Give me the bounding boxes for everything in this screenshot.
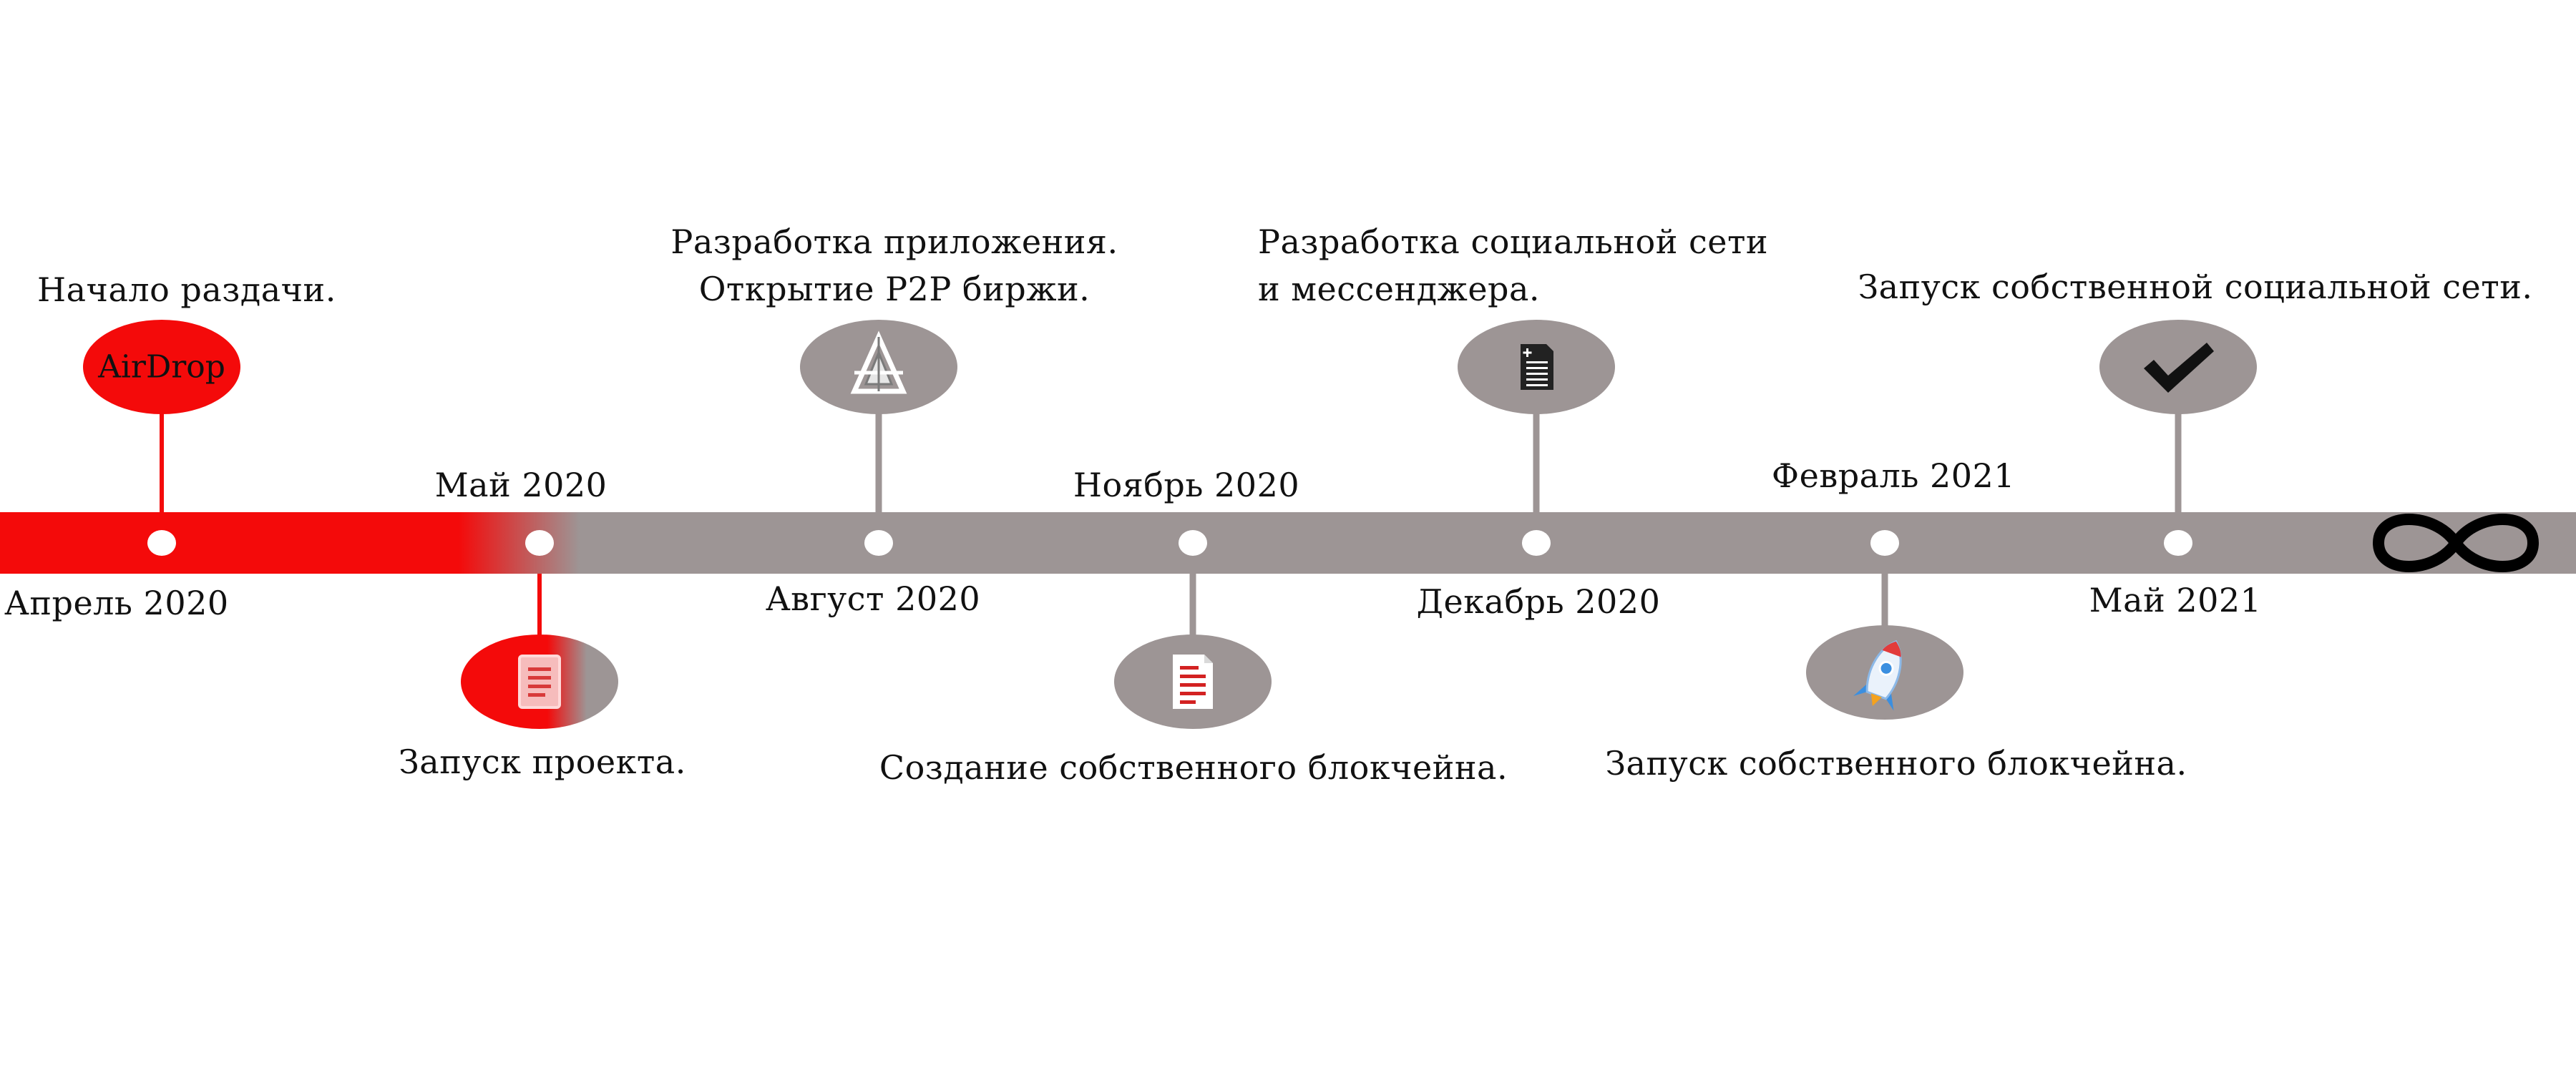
date-label-nov-2020: Ноябрь 2020	[1073, 466, 1300, 504]
add-document-icon	[1521, 344, 1553, 390]
timeline-dot	[525, 530, 554, 556]
document-icon	[518, 655, 561, 709]
date-label-may-2021: Май 2021	[2089, 581, 2262, 619]
node-may-2021	[2099, 320, 2257, 414]
milestone-description-nov-2020: Создание собственного блокчейна.	[879, 748, 1508, 787]
timeline-dot	[147, 530, 176, 556]
milestone-description-may-2020: Запуск проекта.	[399, 743, 686, 781]
crypto-logo-icon	[850, 330, 907, 394]
date-label-aug-2020: Август 2020	[765, 579, 981, 618]
timeline-dot	[864, 530, 893, 556]
milestone-description-aug-2020: Разработка приложения. Открытие P2P бирж…	[670, 222, 1118, 308]
infinity-icon	[2373, 514, 2539, 572]
timeline-dot	[1870, 530, 1899, 556]
milestone-description-may-2021: Запуск собственной социальной сети.	[1858, 268, 2533, 306]
timeline-bar	[0, 512, 2576, 574]
document-icon	[1173, 655, 1213, 709]
date-label-may-2020: Май 2020	[434, 466, 608, 504]
timeline-dot	[1179, 530, 1207, 556]
milestone-description-apr-2020: Начало раздачи.	[37, 270, 336, 309]
milestone-description-feb-2021: Запуск собственного блокчейна.	[1605, 744, 2187, 783]
date-label-apr-2020: Апрель 2020	[4, 584, 229, 622]
timeline-dot	[2164, 530, 2192, 556]
date-label-feb-2021: Февраль 2021	[1771, 456, 2016, 495]
date-label-dec-2020: Декабрь 2020	[1416, 582, 1661, 621]
airdrop-badge	[83, 320, 240, 414]
airdrop-badge-label: AirDrop	[98, 348, 225, 386]
timeline-dot	[1522, 530, 1551, 556]
checkmark-icon	[2144, 343, 2214, 393]
milestone-description-dec-2020: Разработка социальной сети и мессенджера…	[1258, 222, 1769, 308]
